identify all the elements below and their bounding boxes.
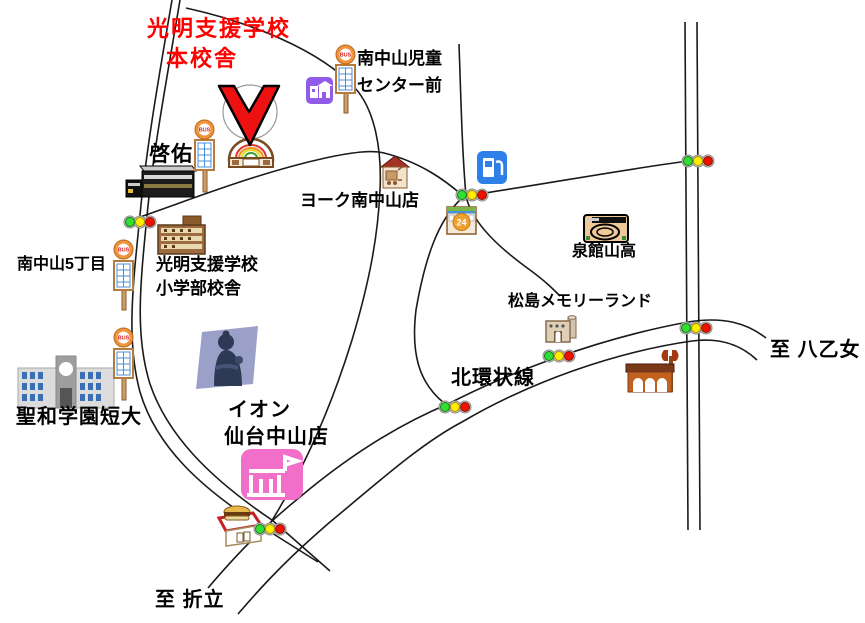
label-york-store: ヨーク南中山店 [300,191,419,210]
seiwa-college-icon [17,355,115,409]
roads-layer [131,0,767,615]
label-to-oridate: 至 折立 [155,589,225,611]
bus-stop-icon: BUS [335,44,356,114]
label-jido-center-line1: 南中山児童 [357,49,442,68]
traffic-light-icon [438,400,472,414]
label-komyo-elem-line2: 小学部校舎 [156,279,241,298]
page-title-line2: 本校舎 [166,46,239,71]
road-kita-kanjo-line-b [461,339,758,423]
label-to-yaotome: 至 八乙女 [770,339,861,361]
izumi-tateyama-high-icon [583,214,629,243]
bus-stops-layer: BUS BUS BUS BUS [113,44,356,401]
label-minami-nakayama-5chome: 南中山5丁目 [17,256,106,273]
bus-sign-label: BUS [118,336,130,342]
label-kita-kanjo-line: 北環状線 [451,367,535,389]
store-24-label: 24 [456,218,466,228]
bus-sign-label: BUS [340,53,352,59]
road-kita-kanjo-line-a [447,319,767,405]
memoryland-building-icon [545,315,577,343]
convenience-store-24-icon: 24 [446,206,477,235]
road-north-spur [458,43,561,297]
road-gas-to-junction [413,197,463,404]
york-store-icon [379,155,411,189]
road-west-main-line-b [139,0,331,572]
bus-sign-label: BUS [199,128,211,134]
aeon-store-icon [241,449,304,500]
traffic-light-icon [681,154,715,168]
child-center-icon [306,77,333,104]
traffic-light-icon [542,349,576,363]
traffic-lights-layer [123,154,715,536]
keiyu-building-icon [125,165,198,198]
bus-stop-icon: BUS [194,119,215,193]
bus-stop-icon: BUS [113,239,134,311]
label-aeon-line2: 仙台中山店 [224,426,329,448]
label-izumi-tateyama-high: 泉館山高 [572,243,637,260]
traffic-light-icon [253,522,287,536]
road-school-arc [185,7,382,528]
road-oridate-line-b [237,421,463,615]
road-east-vertical-line-b [696,21,701,531]
label-komyo-elem-line1: 光明支援学校 [156,255,258,274]
label-jido-center-line2: センター前 [357,76,442,95]
label-seiwa-college: 聖和学園短大 [16,406,142,428]
gas-station-icon [477,151,507,184]
traffic-light-icon [679,321,713,335]
traffic-light-icon [123,215,157,229]
label-matsushima-memoryland: 松島メモリーランド [508,293,653,310]
road-east-vertical-line-a [684,21,689,531]
elementary-school-icon [157,215,206,255]
red-down-arrow-icon [217,84,281,147]
traffic-light-icon [455,188,489,202]
restaurant-icon [625,350,679,393]
page-title-line1: 光明支援学校 [147,16,292,41]
bus-sign-label: BUS [118,248,130,254]
bus-stop-icon: BUS [113,327,134,401]
road-diagonal-to-gas [139,150,464,218]
label-keiyu: 啓佑 [149,143,193,166]
label-aeon-line1: イオン [228,399,291,421]
road-gas-to-east [464,160,689,197]
buddha-statue-icon [196,326,258,389]
road-west-main-line-a [131,0,319,563]
